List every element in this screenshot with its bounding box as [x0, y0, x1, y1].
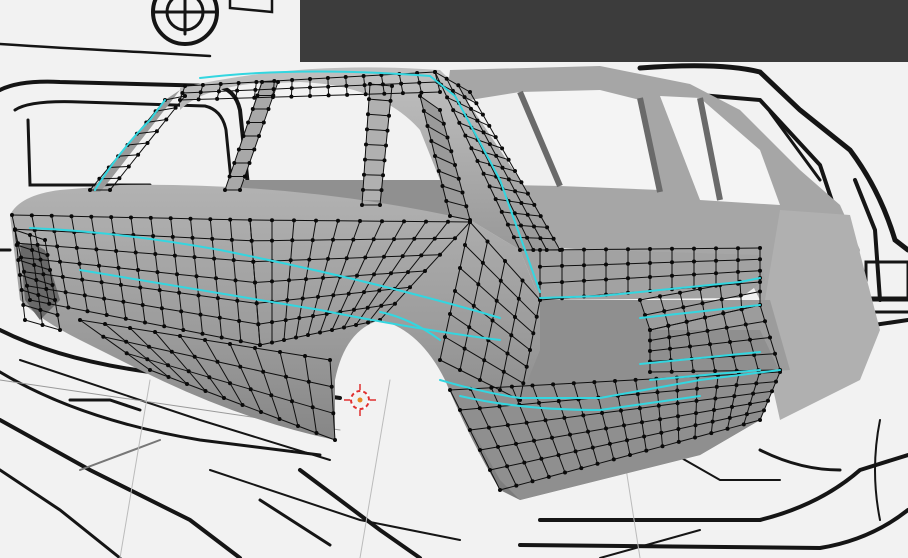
- 3d-cursor-icon[interactable]: [344, 384, 376, 416]
- mesh-seam-edges: [29, 70, 781, 412]
- mesh-body-side: [10, 67, 780, 500]
